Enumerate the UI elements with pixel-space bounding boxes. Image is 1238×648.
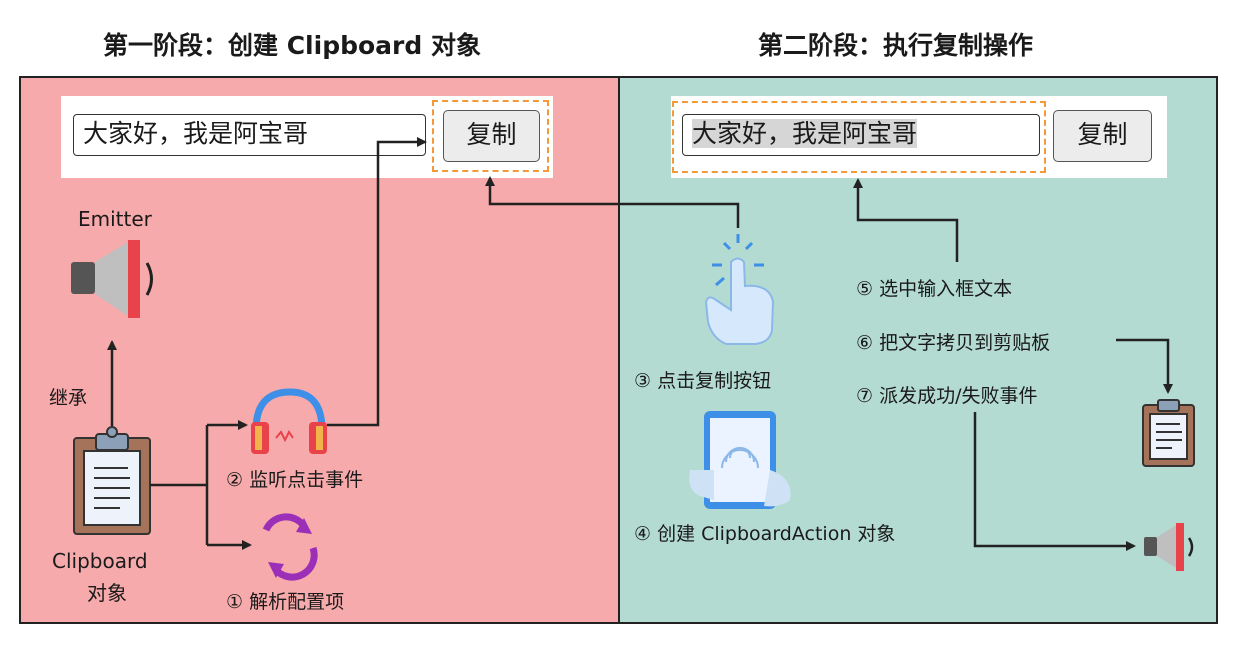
clipboard-small-icon [1142, 399, 1195, 467]
clipboard-label-line1: Clipboard [52, 549, 148, 573]
clipboard-label-line2: 对象 [87, 581, 127, 605]
copy-to-clipboard-arrow [1116, 338, 1173, 394]
step1-label: ① 解析配置项 [226, 591, 345, 613]
click-hand-icon [704, 234, 775, 345]
selected-text: 大家好，我是阿宝哥 [692, 119, 918, 148]
stage2-copy-button[interactable]: 复制 [1053, 110, 1152, 162]
speaker-small-icon [1144, 523, 1194, 571]
listen-arrow [327, 137, 427, 427]
step7-label: ⑦ 派发成功/失败事件 [856, 385, 1038, 407]
refresh-icon [262, 513, 318, 581]
clipboard-icon [73, 426, 151, 535]
step5-label: ⑤ 选中输入框文本 [856, 278, 1013, 300]
stage2-text-input[interactable]: 大家好，我是阿宝哥 [682, 114, 1040, 156]
click-arrow [485, 176, 740, 228]
stage2-highlight-box [672, 101, 1046, 173]
tablet-fingerprint-icon [689, 411, 791, 509]
speaker-icon [71, 240, 153, 318]
step3-label: ③ 点击复制按钮 [634, 370, 772, 392]
step4-label: ④ 创建 ClipboardAction 对象 [634, 523, 896, 545]
inherit-label: 继承 [49, 387, 88, 409]
stage2-heading: 第二阶段：执行复制操作 [758, 31, 1034, 60]
stage1-text-input[interactable]: 大家好，我是阿宝哥 [73, 114, 426, 156]
select-arrow [853, 178, 959, 262]
stage1-heading: 第一阶段：创建 Clipboard 对象 [103, 31, 481, 60]
stage1-copy-button[interactable]: 复制 [443, 110, 540, 162]
stage1-highlight-box [432, 100, 549, 172]
dispatch-arrow [973, 412, 1136, 551]
step2-label: ② 监听点击事件 [226, 469, 364, 491]
step6-label: ⑥ 把文字拷贝到剪贴板 [856, 332, 1051, 354]
emitter-label: Emitter [78, 207, 152, 231]
headphones-icon [251, 388, 327, 454]
